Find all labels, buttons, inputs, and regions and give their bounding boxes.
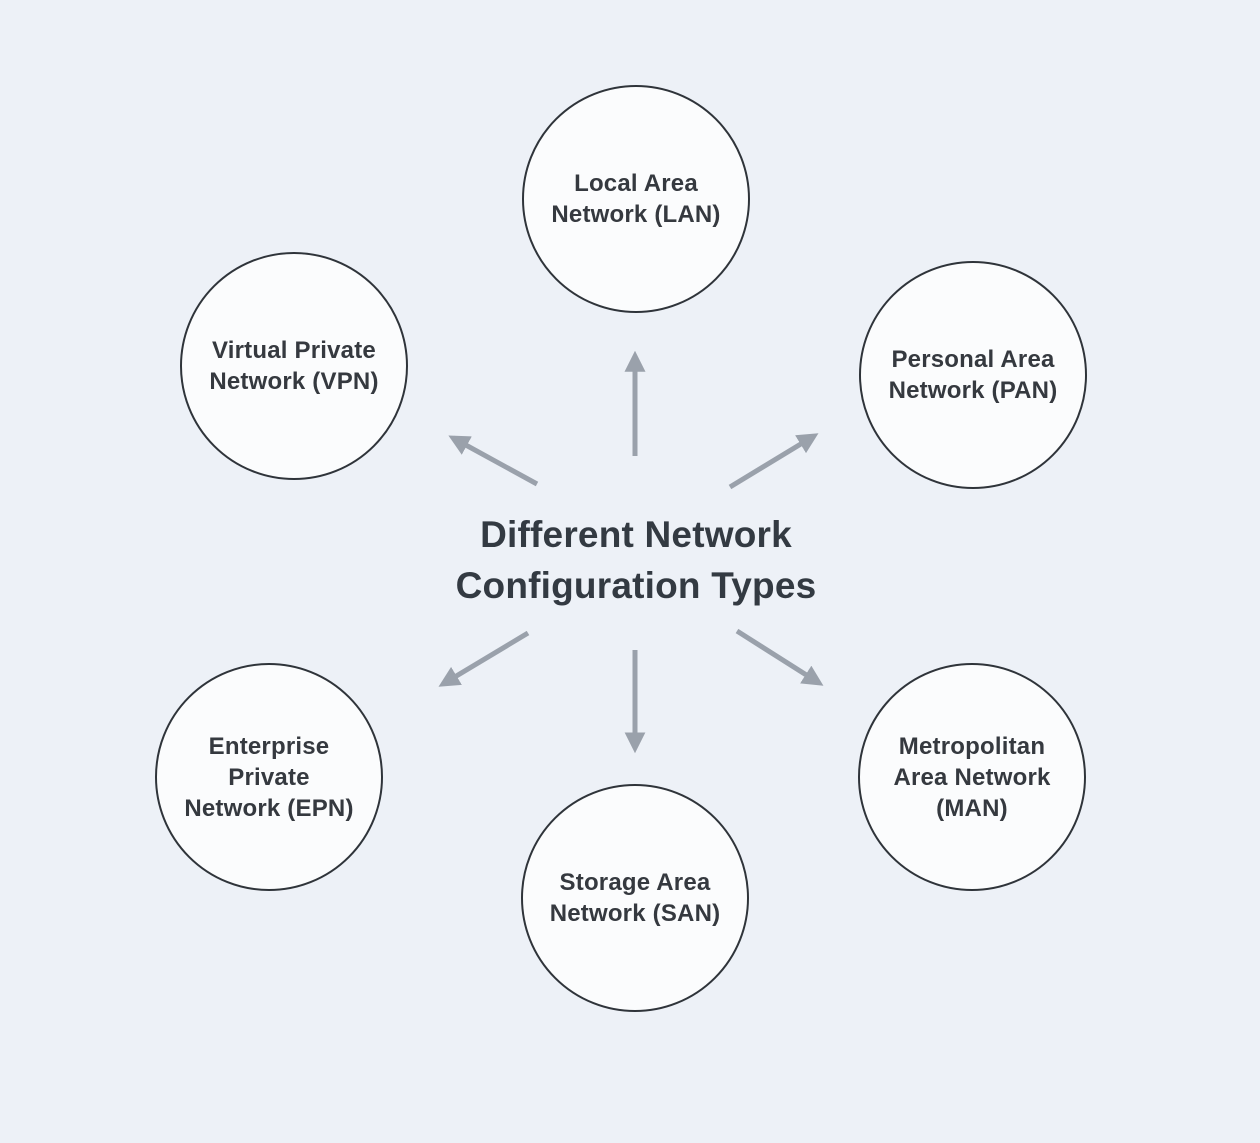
node-virtual-private-network: Virtual Private Network (VPN): [180, 252, 408, 480]
node-label-line: Personal Area: [891, 346, 1055, 373]
node-label-line: (MAN): [936, 794, 1008, 822]
node-label-line: Area Network: [893, 763, 1051, 791]
node-label: Storage Area Network (SAN): [550, 867, 721, 929]
arrow-to-pan-icon: [728, 433, 819, 490]
node-label-line: Network (PAN): [888, 377, 1058, 404]
node-enterprise-private-network: Enterprise Private Network (EPN): [155, 663, 383, 891]
node-local-area-network: Local Area Network (LAN): [522, 85, 750, 313]
node-label-line: Virtual Private: [212, 337, 376, 364]
arrow-to-epn-icon: [438, 630, 530, 687]
arrow-to-vpn-icon: [448, 435, 539, 487]
node-label: Virtual Private Network (VPN): [209, 335, 378, 397]
node-label-line: Metropolitan: [898, 732, 1046, 760]
node-label-line: Network (VPN): [209, 368, 379, 395]
node-label-line: Local Area: [574, 170, 698, 197]
diagram-title: Different Network Configuration Types: [386, 509, 886, 611]
node-storage-area-network: Storage Area Network (SAN): [521, 784, 749, 1012]
node-personal-area-network: Personal Area Network (PAN): [859, 261, 1087, 489]
arrow-to-man-icon: [735, 628, 824, 686]
diagram-title-line: Configuration Types: [455, 565, 817, 606]
node-label: Local Area Network (LAN): [551, 168, 720, 230]
node-label-line: Network (LAN): [551, 201, 721, 228]
node-label: Personal Area Network (PAN): [889, 344, 1058, 406]
node-label-line: Network (EPN): [184, 794, 354, 822]
node-label: Enterprise Private Network (EPN): [184, 731, 353, 824]
node-label: Metropolitan Area Network (MAN): [893, 731, 1050, 824]
node-label-line: Private: [228, 763, 310, 791]
node-label-line: Network (SAN): [549, 900, 721, 927]
node-label-line: Storage Area: [559, 869, 711, 896]
node-metropolitan-area-network: Metropolitan Area Network (MAN): [858, 663, 1086, 891]
node-label-line: Enterprise: [208, 732, 330, 760]
diagram-title-line: Different Network: [480, 514, 792, 555]
